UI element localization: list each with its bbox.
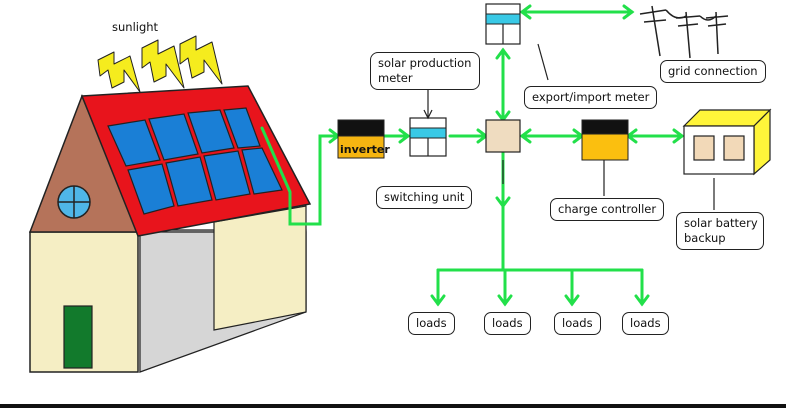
inverter-label: inverter bbox=[340, 143, 390, 156]
round-window bbox=[57, 185, 91, 219]
arrow-icon bbox=[622, 4, 635, 20]
arrow-icon bbox=[564, 294, 580, 307]
arrow-icon bbox=[495, 47, 511, 60]
arrow-icon bbox=[672, 128, 685, 144]
solar-battery-backup-label: solar battery backup bbox=[676, 212, 764, 250]
arrow-icon bbox=[495, 196, 511, 209]
solar-panel bbox=[203, 150, 251, 201]
switching-unit bbox=[485, 119, 521, 153]
solar-panel bbox=[223, 107, 261, 149]
solar-panel bbox=[127, 163, 175, 215]
wire-panel-to-inverter bbox=[260, 126, 340, 226]
bottom-border bbox=[0, 404, 786, 408]
arrow-icon bbox=[430, 294, 446, 307]
arrow-icon bbox=[519, 4, 532, 20]
solar-panel bbox=[165, 156, 213, 207]
charge-controller bbox=[581, 119, 629, 161]
arrow-icon bbox=[398, 128, 411, 144]
solar-battery bbox=[682, 108, 772, 176]
load-2-label: loads bbox=[484, 312, 531, 335]
solar-panel bbox=[241, 147, 283, 195]
load-3-label: loads bbox=[554, 312, 601, 335]
solar-battery-backup-label-line1: solar battery bbox=[684, 216, 758, 230]
solar-production-meter-label-line2: meter bbox=[378, 71, 413, 85]
solar-panel bbox=[107, 119, 161, 167]
arrow-icon bbox=[497, 294, 513, 307]
lightning-bolt-icon bbox=[97, 51, 141, 93]
charge-controller-label: charge controller bbox=[550, 198, 665, 221]
solar-panel-array bbox=[107, 107, 283, 215]
arrow-icon bbox=[634, 294, 650, 307]
solar-panel bbox=[187, 109, 235, 154]
solar-production-meter-label: solar production meter bbox=[370, 52, 480, 90]
arrow-icon bbox=[519, 128, 532, 144]
arrowheads bbox=[328, 4, 685, 307]
sunlight-bolts bbox=[97, 35, 223, 93]
load-1-label: loads bbox=[408, 312, 455, 335]
export-import-meter bbox=[485, 3, 521, 45]
grid-poles-icon bbox=[639, 5, 729, 59]
solar-battery-backup-label-line2: backup bbox=[684, 231, 726, 245]
load-4-label: loads bbox=[622, 312, 669, 335]
lightning-bolt-icon bbox=[179, 35, 223, 85]
sunlight-label: sunlight bbox=[112, 20, 159, 34]
grid-connection-label: grid connection bbox=[660, 60, 766, 83]
switching-unit-label: switching unit bbox=[376, 186, 473, 209]
export-import-meter-label: export/import meter bbox=[524, 86, 658, 109]
callout-lines bbox=[423, 43, 715, 210]
solar-production-meter bbox=[409, 117, 447, 157]
solar-panel bbox=[148, 113, 199, 161]
house-right-wall bbox=[213, 205, 307, 331]
lightning-bolt-icon bbox=[141, 39, 185, 89]
solar-production-meter-label-line1: solar production bbox=[378, 56, 472, 70]
inverter bbox=[337, 119, 385, 159]
door bbox=[63, 305, 93, 369]
